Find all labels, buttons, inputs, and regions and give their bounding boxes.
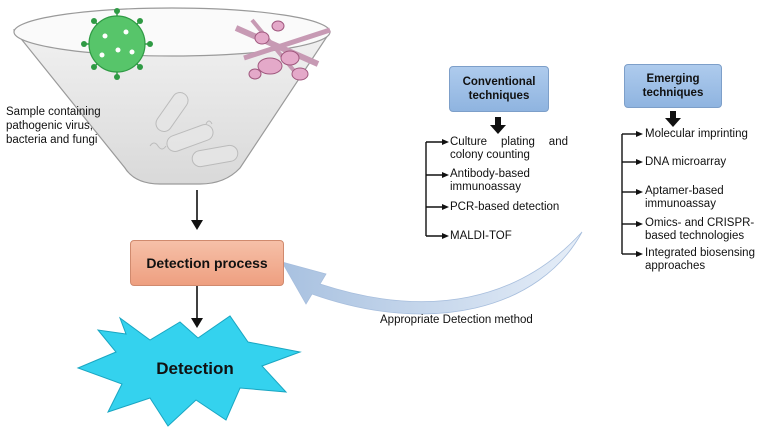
emerging-item: Aptamer-based immunoassay [645, 185, 724, 210]
fungi-illustration [234, 18, 331, 81]
sample-label: Sample containing pathogenic virus, bact… [6, 106, 101, 146]
method-label: Appropriate Detection method [380, 314, 533, 326]
emerging-item: Integrated biosensing approaches [645, 247, 755, 272]
process-to-detection-arrow [191, 286, 203, 328]
bacteria-illustration [149, 92, 239, 168]
conventional-item: PCR-based detection [450, 201, 560, 213]
detection-process-label: Detection process [146, 255, 268, 271]
conventional-item: MALDI-TOF [450, 230, 512, 242]
funnel-to-process-arrow [191, 190, 203, 230]
conventional-techniques-box: Conventional techniques [449, 66, 549, 112]
emerging-title: Emerging techniques [642, 73, 704, 99]
virus-illustration [81, 8, 153, 80]
conventional-down-arrow [490, 117, 506, 134]
funnel [12, 7, 331, 185]
conventional-bracket [425, 139, 449, 239]
detection-label: Detection [156, 359, 234, 378]
conventional-title: Conventional techniques [462, 76, 536, 102]
curved-arrow [281, 231, 583, 315]
conventional-item: Antibody-based immunoassay [450, 168, 530, 193]
emerging-item: Omics- and CRISPR-based technologies [645, 217, 755, 242]
emerging-item: Molecular imprinting [645, 128, 748, 140]
emerging-techniques-box: Emerging techniques [624, 64, 722, 108]
emerging-item: DNA microarray [645, 156, 727, 168]
detection-burst [76, 315, 302, 427]
conventional-item: Culture plating and colony counting [450, 136, 568, 161]
emerging-down-arrow [665, 111, 681, 127]
emerging-bracket [621, 131, 643, 257]
detection-process-box: Detection process [130, 240, 284, 286]
